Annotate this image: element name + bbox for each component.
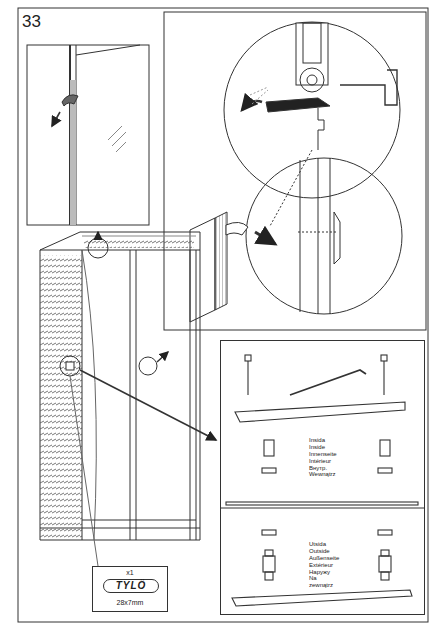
brand-logo: TYLÖ xyxy=(103,579,159,593)
parts-panel: Insida Inside Innenseite Intérieur Внутр… xyxy=(220,340,425,615)
part-label-box: x1TYLÖ 28x7mm xyxy=(92,566,168,612)
outside-label: Utsida Outside Außenseite Extérieur Нару… xyxy=(309,541,339,589)
inside-label: Insida Inside Innenseite Intérieur Внутр… xyxy=(309,437,337,478)
step-number: 33 xyxy=(22,12,41,32)
tape-size: 28x7mm xyxy=(93,599,167,607)
quantity: x1 xyxy=(93,569,167,577)
